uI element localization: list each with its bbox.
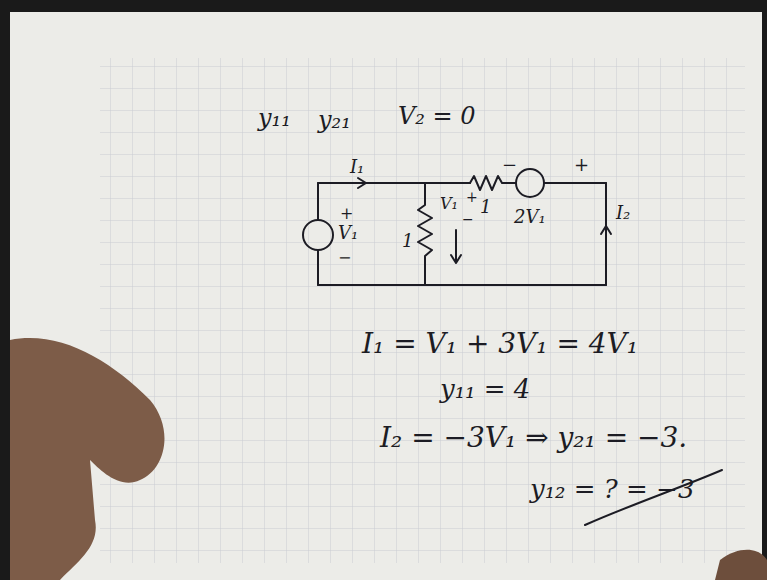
current-arrow [601, 226, 611, 234]
graph-grid [100, 58, 745, 563]
equation-line: y₁₂ = ? = −3 [530, 476, 694, 502]
polarity-sign: + [466, 190, 478, 204]
resistor-symbol [470, 176, 516, 190]
current-label: I₂ [616, 204, 630, 222]
resistor-value: 1 [480, 198, 491, 216]
voltage-label: V₁ [338, 224, 358, 242]
resistor-symbol [418, 183, 432, 285]
parameter-name: y₂₁ [318, 108, 351, 132]
wire [317, 250, 319, 285]
wire [318, 182, 470, 184]
polarity-sign: − [462, 212, 474, 226]
polarity-sign: + [574, 156, 589, 174]
equation-line: I₂ = −3V₁ ⇒ y₂₁ = −3. [380, 424, 687, 452]
equation-line: y₁₁ = 4 [440, 376, 530, 402]
hand-shape [10, 338, 164, 580]
current-arrow [358, 178, 366, 188]
wire [317, 183, 319, 220]
resistor-value: 1 [402, 232, 413, 250]
polarity-sign: − [502, 156, 517, 174]
parameter-name: y₁₁ [258, 106, 291, 130]
wire [318, 284, 606, 286]
source-value: 2V₁ [514, 208, 546, 226]
wire [605, 183, 607, 285]
hand-shape [715, 550, 767, 580]
voltage-arrow [451, 255, 461, 263]
paper-sheet [10, 12, 762, 580]
condition-note: V₂ = 0 [398, 104, 476, 128]
dependent-source [516, 169, 544, 197]
wire [544, 182, 606, 184]
voltage-arrow [455, 230, 457, 262]
polarity-sign: + [340, 206, 353, 222]
current-label: I₁ [350, 158, 364, 176]
equation-line: I₁ = V₁ + 3V₁ = 4V₁ [362, 330, 638, 358]
voltage-source [303, 220, 333, 250]
polarity-sign: − [338, 250, 351, 266]
voltage-label: V₁ [440, 196, 458, 212]
